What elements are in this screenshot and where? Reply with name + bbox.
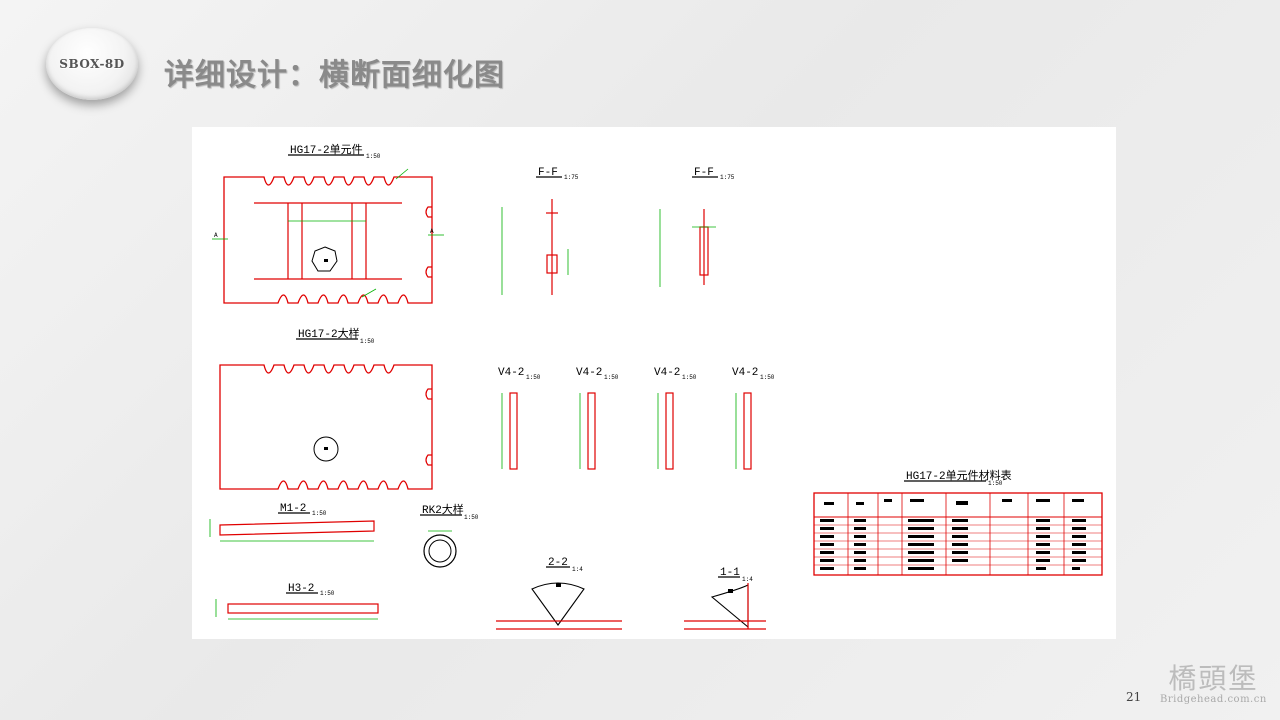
m1-label: M1-2 <box>280 503 306 515</box>
bridgehead-watermark: 橋頭堡 Bridgehead.com.cn <box>1160 662 1267 706</box>
v4-scale: 1:50 <box>760 374 775 381</box>
sbox-logo: SBOX-8D <box>46 28 138 100</box>
s22-label: 2-2 <box>548 557 568 569</box>
material-table: HG17-2单元件材料表 1:50 <box>813 468 1103 576</box>
dim-text: A <box>214 232 218 239</box>
hg-unit-drawing: HG17-2单元件 1:50 A A <box>212 143 444 304</box>
dim-text: A <box>430 228 434 235</box>
page-number: 21 <box>1126 690 1142 704</box>
v4-detail-4: V4-2 1:50 <box>732 367 775 470</box>
v4-detail-3: V4-2 1:50 <box>654 367 697 470</box>
s11-label: 1-1 <box>720 567 740 579</box>
rk2-label: RK2大样 <box>422 502 464 517</box>
hg-big-scale: 1:50 <box>360 338 375 345</box>
v1-scale: 1:50 <box>526 374 541 381</box>
v4-detail-1: V4-2 1:50 <box>498 367 541 470</box>
logo-text: SBOX-8D <box>59 57 125 71</box>
v1-label: V4-2 <box>498 367 524 379</box>
ff1-label: F-F <box>538 167 558 179</box>
table-title: HG17-2单元件材料表 <box>906 468 1012 483</box>
v3-scale: 1:50 <box>682 374 697 381</box>
rk2-scale: 1:50 <box>464 514 479 521</box>
hg-big-label: HG17-2大样 <box>298 326 360 341</box>
v3-label: V4-2 <box>654 367 680 379</box>
page-title: 详细设计：横断面细化图 <box>164 58 505 93</box>
m1-scale: 1:50 <box>312 510 327 517</box>
hg-unit-label: HG17-2单元件 <box>290 143 363 157</box>
rk2-detail: RK2大样 1:50 <box>420 502 479 568</box>
hg-unit-scale: 1:50 <box>366 153 381 160</box>
h3-detail: H3-2 1:50 <box>215 583 379 620</box>
v4-label: V4-2 <box>732 367 758 379</box>
cad-drawing: HG17-2单元件 1:50 A A F-F 1:75 F-F 1:75 <box>192 127 1116 639</box>
v2-scale: 1:50 <box>604 374 619 381</box>
drawing-svg: HG17-2单元件 1:50 A A F-F 1:75 F-F 1:75 <box>209 143 1103 630</box>
ff-section-2: F-F 1:75 <box>659 167 735 287</box>
ff1-scale: 1:75 <box>564 174 579 181</box>
s11-scale: 1:4 <box>742 576 753 583</box>
m1-detail: M1-2 1:50 <box>209 503 375 542</box>
ff2-scale: 1:75 <box>720 174 735 181</box>
table-scale: 1:50 <box>988 480 1003 487</box>
watermark-chinese: 橋頭堡 <box>1168 662 1259 695</box>
section-1-1: 1-1 1:4 <box>684 567 766 630</box>
ff2-label: F-F <box>694 167 714 179</box>
hg-big-drawing: HG17-2大样 1:50 <box>219 326 433 490</box>
s22-scale: 1:4 <box>572 566 583 573</box>
watermark-url: Bridgehead.com.cn <box>1160 694 1267 705</box>
v2-label: V4-2 <box>576 367 602 379</box>
h3-label: H3-2 <box>288 583 314 595</box>
h3-scale: 1:50 <box>320 590 335 597</box>
ff-section-1: F-F 1:75 <box>501 167 579 295</box>
section-2-2: 2-2 1:4 <box>496 557 622 630</box>
v4-detail-2: V4-2 1:50 <box>576 367 619 470</box>
